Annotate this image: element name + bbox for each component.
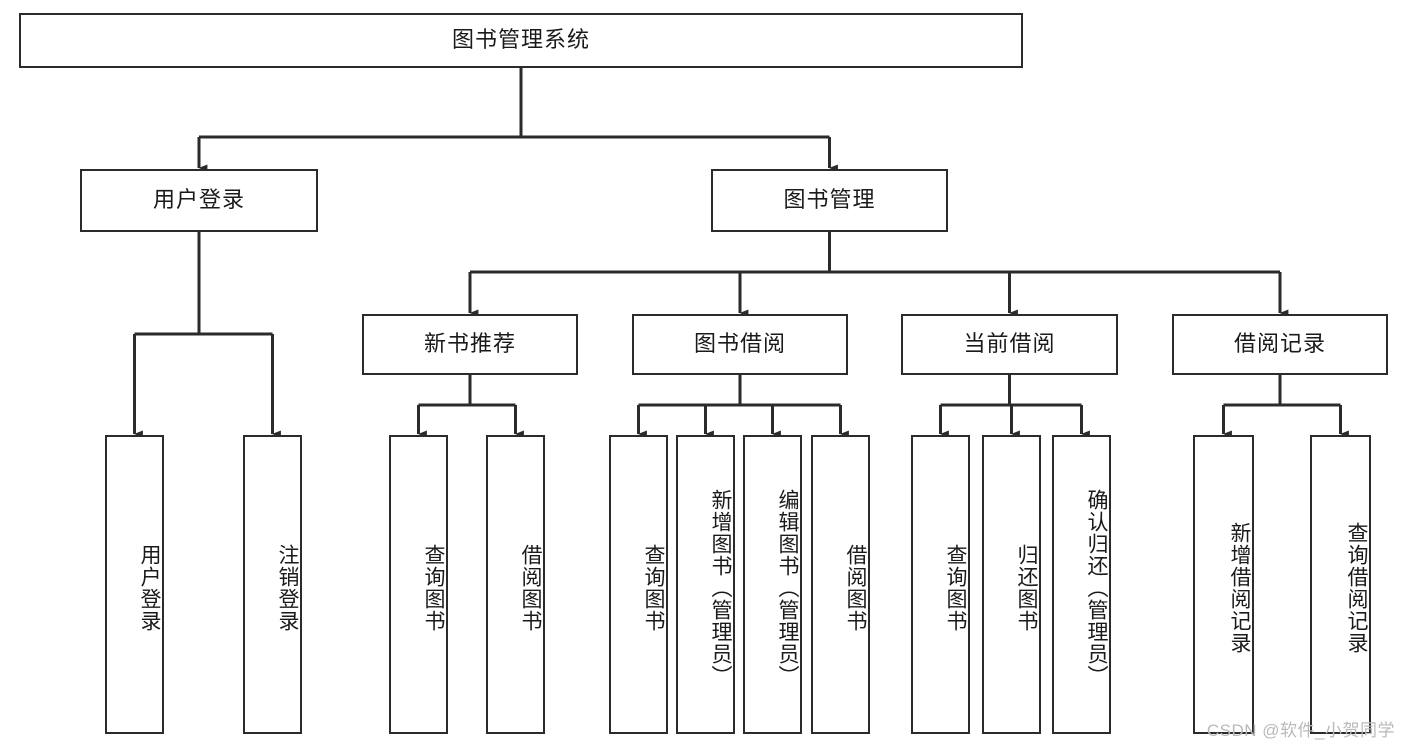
node-label: 归还图书 — [1015, 543, 1038, 632]
leaf-node-9[interactable]: 归还图书 — [982, 435, 1041, 734]
level2-node-2[interactable]: 当前借阅 — [901, 314, 1118, 375]
node-label: 确认归还（管理员） — [1085, 488, 1108, 687]
node-label: 新书推荐 — [423, 331, 516, 357]
node-label: 借阅图书 — [519, 543, 542, 632]
leaf-node-0[interactable]: 用户登录 — [105, 435, 164, 734]
node-label: 用户登录 — [138, 543, 161, 632]
node-label: 查询图书 — [944, 543, 967, 632]
node-label: 注销登录 — [276, 543, 299, 632]
leaf-node-12[interactable]: 查询借阅记录 — [1310, 435, 1371, 734]
level2-node-1[interactable]: 图书借阅 — [632, 314, 848, 375]
root-node-0[interactable]: 图书管理系统 — [19, 13, 1023, 68]
leaf-node-11[interactable]: 新增借阅记录 — [1193, 435, 1254, 734]
leaf-node-2[interactable]: 查询图书 — [389, 435, 448, 734]
node-label: 借阅图书 — [844, 543, 867, 632]
level2-node-3[interactable]: 借阅记录 — [1172, 314, 1388, 375]
node-label: 查询借阅记录 — [1345, 521, 1368, 654]
node-label: 图书管理系统 — [451, 27, 590, 53]
node-label: 借阅记录 — [1233, 331, 1326, 357]
leaf-node-7[interactable]: 借阅图书 — [811, 435, 870, 734]
node-label: 当前借阅 — [963, 331, 1056, 357]
leaf-node-5[interactable]: 新增图书（管理员） — [676, 435, 735, 734]
node-label: 图书管理 — [783, 187, 876, 213]
level1-node-0[interactable]: 用户登录 — [80, 169, 318, 232]
leaf-node-1[interactable]: 注销登录 — [243, 435, 302, 734]
node-label: 查询图书 — [422, 543, 445, 632]
leaf-node-3[interactable]: 借阅图书 — [486, 435, 545, 734]
node-label: 编辑图书（管理员） — [776, 488, 799, 687]
node-label: 查询图书 — [642, 543, 665, 632]
leaf-node-4[interactable]: 查询图书 — [609, 435, 668, 734]
level2-node-0[interactable]: 新书推荐 — [362, 314, 578, 375]
node-label: 图书借阅 — [693, 331, 786, 357]
leaf-node-10[interactable]: 确认归还（管理员） — [1052, 435, 1111, 734]
leaf-node-8[interactable]: 查询图书 — [911, 435, 970, 734]
node-label: 用户登录 — [152, 187, 245, 213]
node-label: 新增图书（管理员） — [709, 488, 732, 687]
node-label: 新增借阅记录 — [1228, 521, 1251, 654]
level1-node-1[interactable]: 图书管理 — [711, 169, 948, 232]
leaf-node-6[interactable]: 编辑图书（管理员） — [743, 435, 802, 734]
